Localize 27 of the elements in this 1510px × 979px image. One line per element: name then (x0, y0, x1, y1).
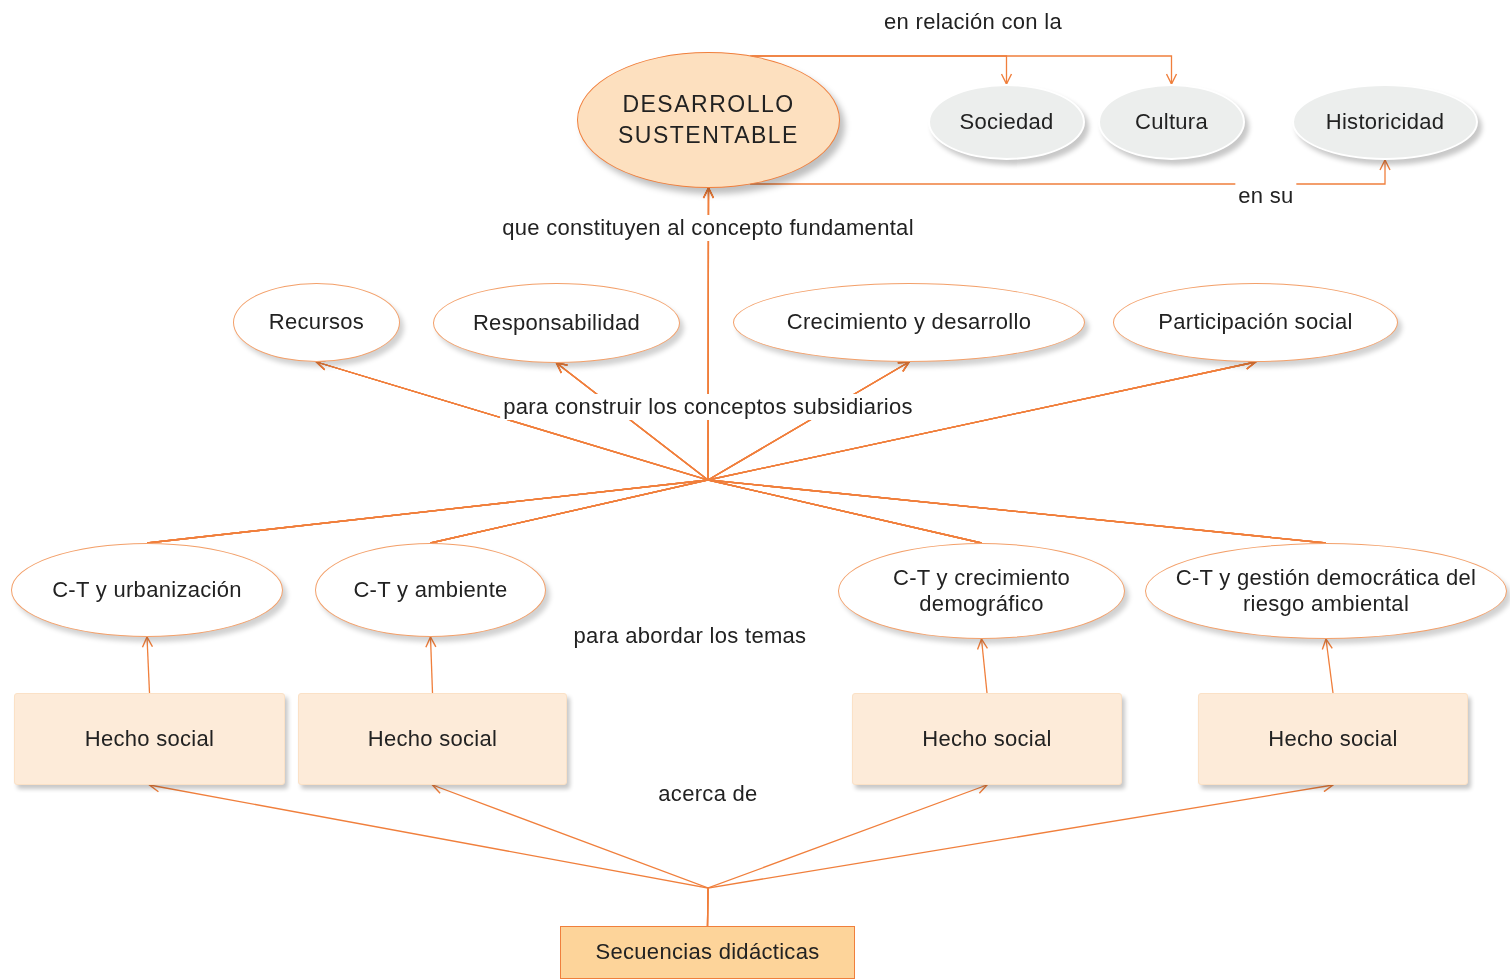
node-text: Sociedad (959, 108, 1054, 136)
arrow (141, 636, 154, 694)
node-text: C-T y gestión democrática del riesgo ambiental (1174, 564, 1478, 618)
arrow (976, 638, 989, 694)
node-text: Hecho social (1268, 725, 1398, 753)
arrow (749, 159, 1391, 185)
arrow (425, 636, 437, 694)
node-text: Recursos (267, 309, 366, 336)
node-text: C-T y ambiente (352, 576, 509, 604)
node-text: Hecho social (922, 725, 1052, 753)
node-text: C-T y crecimiento demográfico (891, 564, 1072, 618)
node-text: Cultura (1135, 108, 1208, 136)
node-text: Participación social (1157, 309, 1354, 336)
node-text: DESARROLLO SUSTENTABLE (617, 89, 800, 150)
node-text: Hecho social (367, 725, 498, 753)
fact-box (14, 693, 285, 785)
node-text: Historicidad (1325, 108, 1445, 136)
arrow (1321, 638, 1334, 694)
node-text: Crecimiento y desarrollo (785, 309, 1033, 336)
fact-box (298, 693, 567, 785)
node-text: Responsabilidad (471, 309, 642, 337)
node-text: Hecho social (84, 725, 215, 753)
fact-box (852, 693, 1122, 785)
process-box (560, 926, 855, 979)
node-text: Secuencias didácticas (595, 939, 820, 966)
fact-box (1198, 693, 1468, 785)
node-text: C-T y urbanización (51, 576, 243, 604)
